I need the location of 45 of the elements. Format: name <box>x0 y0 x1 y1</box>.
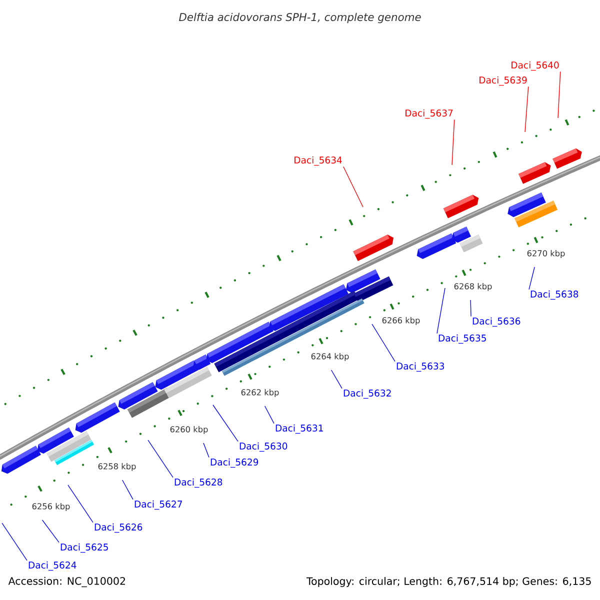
leader-line <box>343 166 364 208</box>
scale-label: 6262 kbp <box>241 389 279 397</box>
scale-label: 6258 kbp <box>98 463 136 471</box>
genome-info-text: Topology: circular; Length: 6,767,514 bp; Genes: 6,135 <box>306 577 591 587</box>
leader-line <box>68 484 94 523</box>
gene-label: Daci_5629 <box>210 458 258 468</box>
leader-line <box>212 404 238 442</box>
leader-line <box>148 440 174 478</box>
scale-label: 6256 kbp <box>32 503 70 511</box>
accession-text: Accession: NC_010002 <box>8 576 125 588</box>
leader-line <box>452 119 455 166</box>
scale-label: 6264 kbp <box>311 353 349 361</box>
gene-label: Daci_5639 <box>480 76 527 86</box>
gene-label: Daci_5634 <box>294 156 342 166</box>
leader-line <box>436 288 446 334</box>
leader-line <box>122 480 134 500</box>
gene-label: Daci_5635 <box>438 334 486 344</box>
scale-label: 6260 kbp <box>170 426 208 434</box>
title: Delftia acidovorans SPH-1, complete genome <box>179 12 421 24</box>
leader-line <box>524 86 529 132</box>
leader-line <box>470 300 472 317</box>
gene-label: Daci_5627 <box>134 500 182 510</box>
leader-line <box>264 406 274 424</box>
leader-line <box>558 71 561 118</box>
gene-label: Daci_5626 <box>94 523 142 533</box>
gene-label: Daci_5628 <box>174 478 222 488</box>
gene-label: Daci_5631 <box>276 424 323 434</box>
gene-label: Daci_5632 <box>344 389 391 399</box>
scale-label: 6268 kbp <box>454 283 492 291</box>
gene-label: Daci_5637 <box>406 109 453 119</box>
leader-line <box>203 442 210 458</box>
gene-label: Daci_5638 <box>530 290 578 300</box>
gene-label: Daci_5633 <box>396 362 444 372</box>
gene-label: Daci_5630 <box>240 442 288 452</box>
leader-line <box>2 522 28 561</box>
leader-line <box>330 370 342 389</box>
leader-line <box>372 324 396 362</box>
leader-line <box>42 520 60 543</box>
gene-label: Daci_5624 <box>28 561 76 571</box>
gene-label: Daci_5625 <box>60 543 108 553</box>
gene-label: Daci_5640 <box>512 61 559 71</box>
scale-label: 6266 kbp <box>382 317 420 325</box>
scale-label: 6270 kbp <box>527 250 565 258</box>
leader-line <box>528 266 535 290</box>
gene-label: Daci_5636 <box>472 317 520 327</box>
